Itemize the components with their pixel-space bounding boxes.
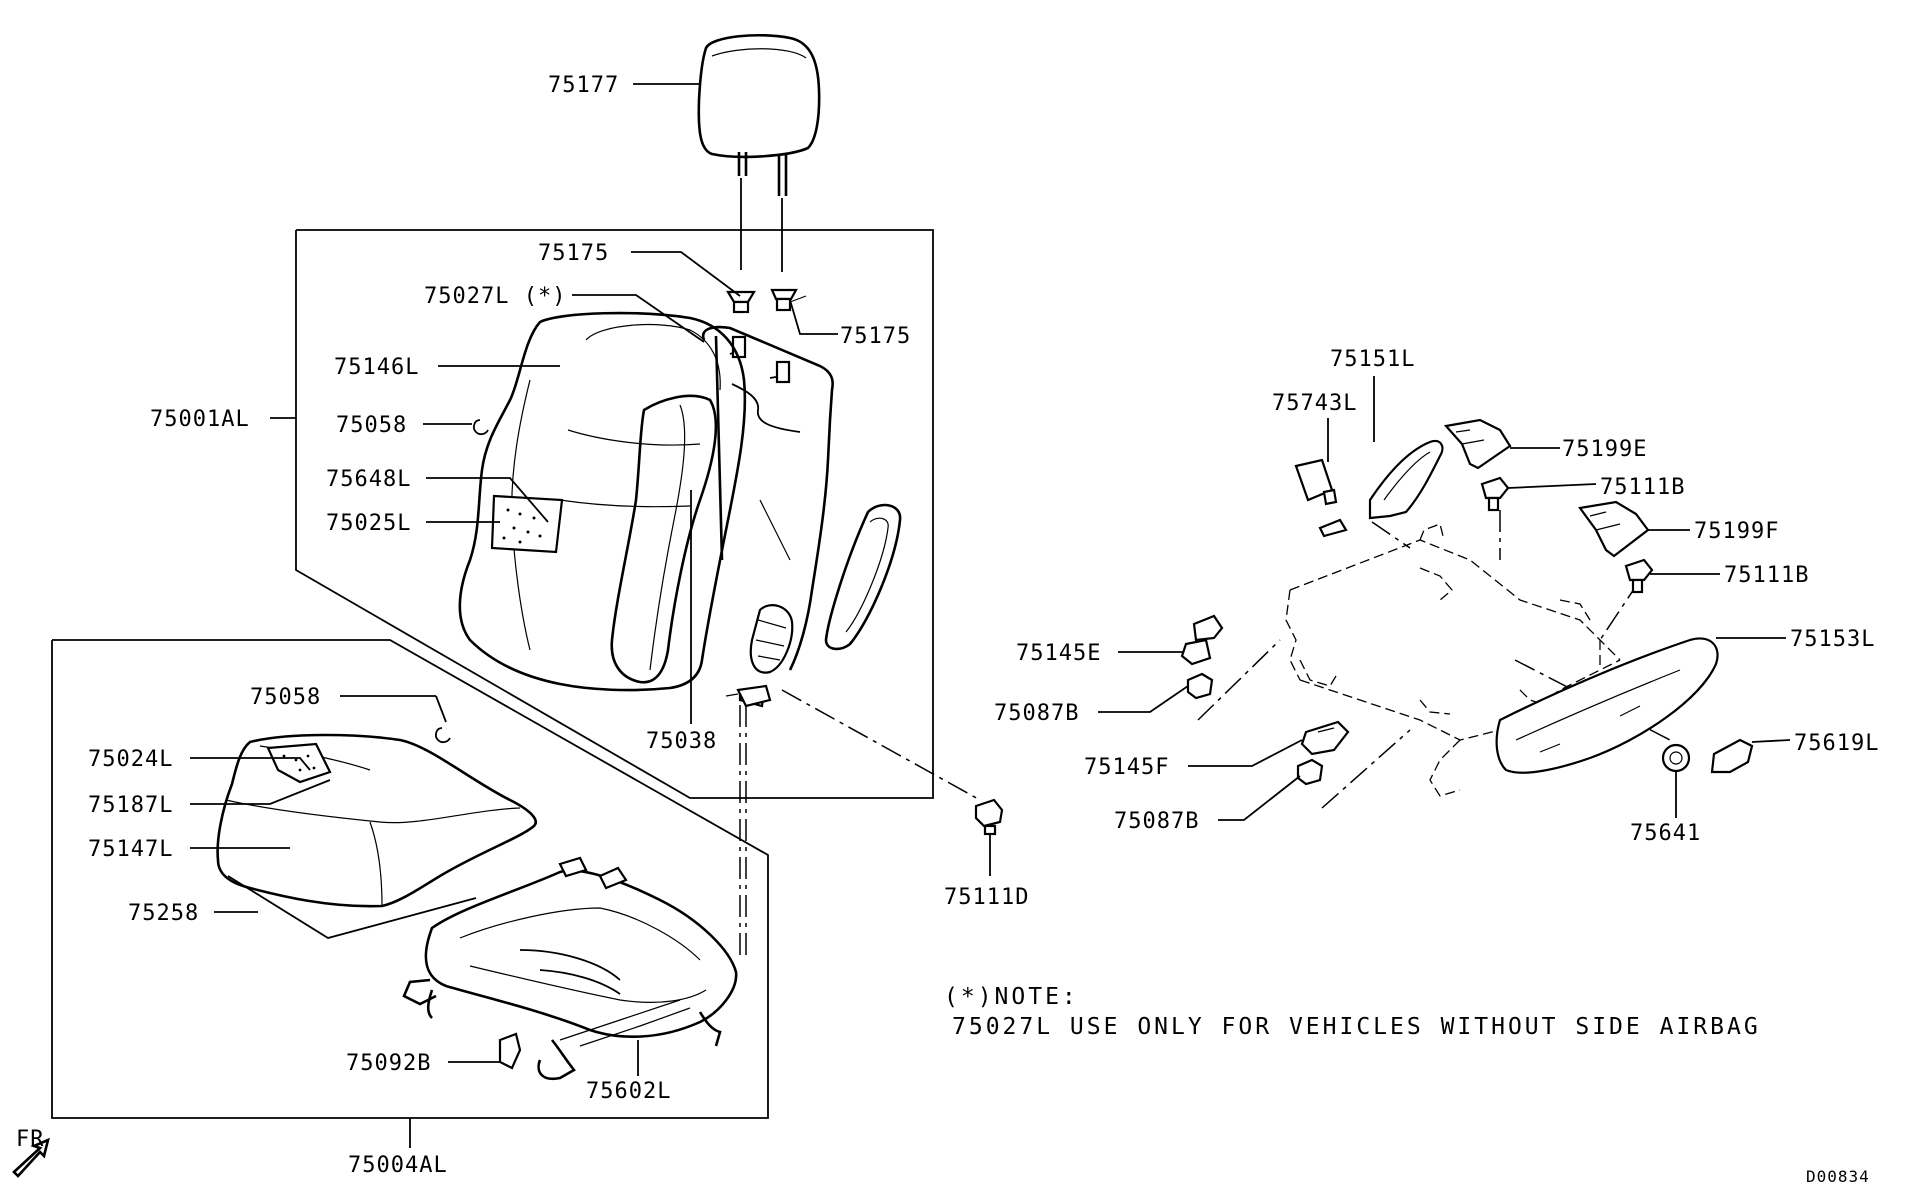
label-75111B-lower: 75111B xyxy=(1724,563,1809,588)
inner-trim-cover xyxy=(1318,439,1444,538)
label-75111D: 75111D xyxy=(944,885,1029,910)
label-75648L: 75648L xyxy=(326,467,411,492)
label-75038: 75038 xyxy=(646,729,717,754)
label-75058-cushion: 75058 xyxy=(250,685,321,710)
side-trim-panel xyxy=(824,503,902,651)
label-75025L: 75025L xyxy=(326,511,411,536)
cushion-pad xyxy=(266,742,332,784)
clip-75058-cushion xyxy=(435,727,451,744)
seat-cushion xyxy=(216,733,537,908)
headrest-guide-right xyxy=(770,288,807,312)
label-75177: 75177 xyxy=(548,73,619,98)
label-75147L: 75147L xyxy=(88,837,173,862)
note-title: (*)NOTE: xyxy=(944,984,1079,1010)
bolt-75111B-upper xyxy=(1480,476,1510,512)
label-75175-lower: 75175 xyxy=(840,324,911,349)
label-75175-upper: 75175 xyxy=(538,241,609,266)
label-75058-back: 75058 xyxy=(336,413,407,438)
label-75024L: 75024L xyxy=(88,747,173,772)
drawing-id: D00834 xyxy=(1806,1167,1870,1186)
label-75641: 75641 xyxy=(1630,821,1701,846)
nut-75087B-upper xyxy=(1186,672,1214,700)
label-75199F: 75199F xyxy=(1694,519,1779,544)
label-75027L: 75027L (*) xyxy=(424,284,566,309)
seat-frame-adjuster xyxy=(402,856,738,1081)
label-75087B-lower: 75087B xyxy=(1114,809,1199,834)
bracket-75092B xyxy=(498,1032,522,1070)
label-75087B-upper: 75087B xyxy=(994,701,1079,726)
bolt-75111B-lower xyxy=(1624,558,1654,594)
label-75187L: 75187L xyxy=(88,793,173,818)
lumbar-pad xyxy=(490,494,564,554)
fr-label: FR xyxy=(16,1127,45,1152)
leader-lines xyxy=(190,83,1791,1148)
headrest-guide-left xyxy=(726,290,756,314)
recliner-bracket xyxy=(725,684,772,708)
outer-trim-cover xyxy=(1495,637,1719,774)
seat-cushion-assembly-outline xyxy=(51,639,769,1119)
cover-75145F xyxy=(1300,720,1350,756)
label-75151L: 75151L xyxy=(1330,347,1415,372)
label-75111B-upper: 75111B xyxy=(1600,475,1685,500)
label-75004AL: 75004AL xyxy=(348,1153,448,1178)
seatback-frame xyxy=(701,325,834,708)
note-text: 75027L USE ONLY FOR VEHICLES WITHOUT SID… xyxy=(952,1014,1761,1040)
cover-75199F xyxy=(1578,500,1650,558)
part-labels: 75177 75175 75027L (*) 75175 75146L 7500… xyxy=(88,73,1879,1178)
cover-75145E xyxy=(1180,614,1224,666)
bolt-75111D xyxy=(974,798,1004,876)
cover-75199E xyxy=(1443,418,1512,470)
label-75092B: 75092B xyxy=(346,1051,431,1076)
nut-75087B-lower xyxy=(1296,758,1324,786)
cushion-sheet xyxy=(227,875,477,939)
label-75153L: 75153L xyxy=(1790,627,1875,652)
adjuster-knob xyxy=(1661,743,1691,773)
label-75258: 75258 xyxy=(128,901,199,926)
label-75199E: 75199E xyxy=(1562,437,1647,462)
seat-back-assembly-outline xyxy=(295,229,934,799)
label-75602L: 75602L xyxy=(586,1079,671,1104)
label-75146L: 75146L xyxy=(334,355,419,380)
headrest xyxy=(697,33,821,272)
label-75001AL: 75001AL xyxy=(150,407,250,432)
label-75145E: 75145E xyxy=(1016,641,1101,666)
seatback-cushion xyxy=(458,311,747,692)
label-75145F: 75145F xyxy=(1084,755,1169,780)
front-direction-arrow xyxy=(12,1137,50,1178)
label-75743L: 75743L xyxy=(1272,391,1357,416)
label-75619L: 75619L xyxy=(1794,731,1879,756)
adjuster-lever xyxy=(1710,738,1754,774)
seat-belt-buckle xyxy=(1294,458,1338,506)
clip-75058-back xyxy=(473,419,489,436)
note-block: (*)NOTE: 75027L USE ONLY FOR VEHICLES WI… xyxy=(944,984,1761,1040)
